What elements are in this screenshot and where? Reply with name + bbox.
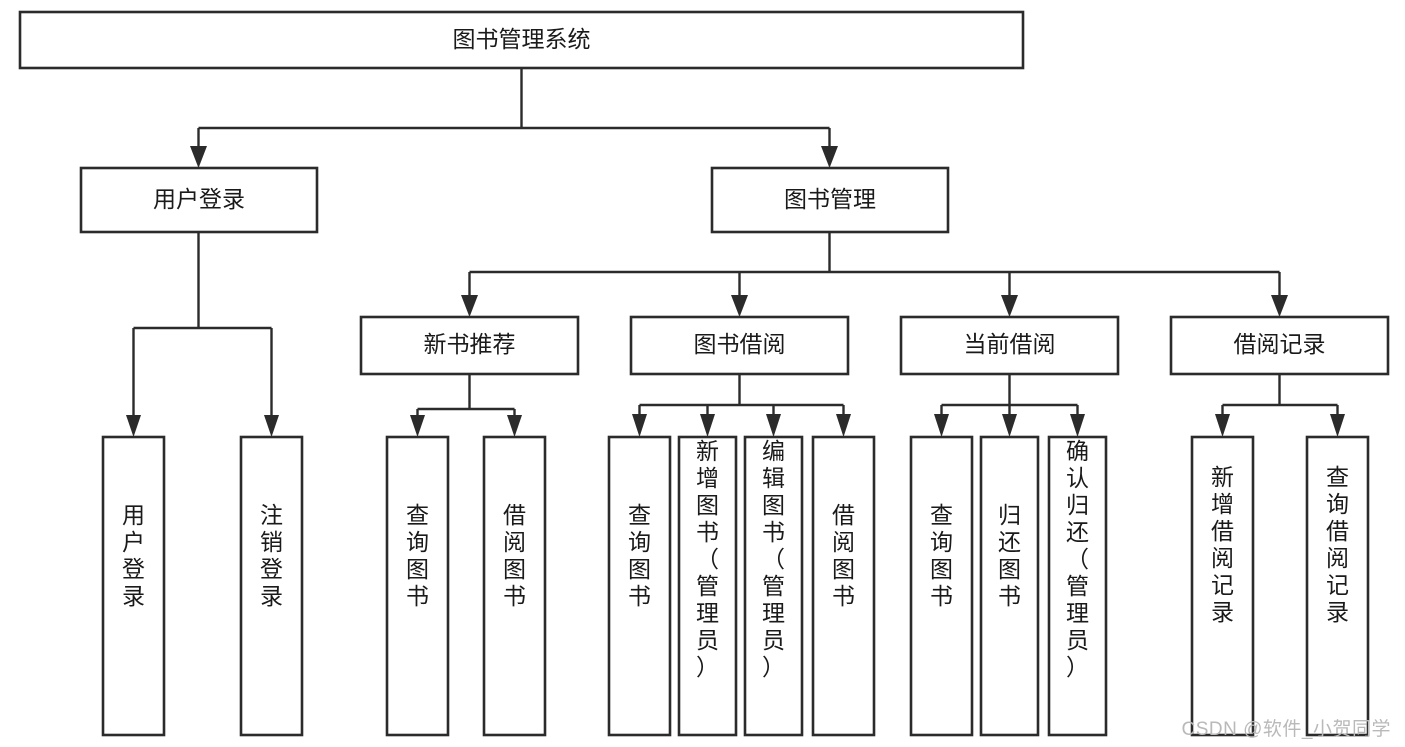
leaf-query-book-1[interactable]: 查询图书 (385, 435, 450, 737)
node-root[interactable]: 图书管理系统 (18, 10, 1025, 70)
leaf-user-login[interactable]: 用户登录 (101, 435, 166, 737)
leaf-confirm-return-box[interactable] (1047, 435, 1108, 737)
watermark-text: CSDN @软件_小贺同学 (1181, 719, 1391, 740)
node-user-login-box[interactable] (79, 166, 319, 234)
leaf-return-book[interactable]: 归还图书 (979, 435, 1040, 737)
node-new-book-recommend[interactable]: 新书推荐 (359, 315, 580, 376)
leaf-user-logout-label: 注销登录 (260, 502, 283, 609)
node-current-borrow[interactable]: 当前借阅 (899, 315, 1120, 376)
leaf-edit-book[interactable]: 编辑图书（管理员） (743, 435, 804, 737)
leaf-add-borrow-record-label: 新增借阅记录 (1211, 464, 1234, 625)
leaf-add-book-box[interactable] (677, 435, 738, 737)
node-user-login[interactable]: 用户登录 (79, 166, 319, 234)
arrow-head-leaf-q3 (934, 414, 949, 437)
node-book-management-label: 图书管理 (784, 186, 876, 212)
node-borrow-record-box[interactable] (1169, 315, 1390, 376)
arrow-head-book-borrow (731, 295, 748, 317)
node-book-borrow[interactable]: 图书借阅 (629, 315, 850, 376)
arrow-head-new-rec (461, 295, 478, 317)
leaf-query-book-2-box[interactable] (607, 435, 672, 737)
arrow-head-leaf-edit-book (766, 414, 781, 437)
arrow-head-leaf-user-login (126, 415, 141, 437)
leaf-add-book-label: 新增图书（管理员） (696, 438, 719, 680)
leaf-query-borrow-record-box[interactable] (1305, 435, 1370, 737)
leaf-query-book-2[interactable]: 查询图书 (607, 435, 672, 737)
node-new-book-recommend-label: 新书推荐 (424, 331, 516, 357)
leaf-query-book-2-label: 查询图书 (628, 502, 651, 609)
leaf-borrow-book-2-box[interactable] (811, 435, 876, 737)
arrow-head-leaf-confirm-return (1070, 414, 1085, 437)
arrow-head-borrow-log (1271, 295, 1288, 317)
leaf-query-book-3-box[interactable] (909, 435, 974, 737)
arrow-head-leaf-user-logout (264, 415, 279, 437)
arrow-head-leaf-q1 (410, 415, 425, 437)
arrow-head-leaf-query-log (1330, 414, 1345, 437)
arrow-head-leaf-b2 (836, 414, 851, 437)
node-book-borrow-label: 图书借阅 (694, 331, 786, 357)
node-user-login-label: 用户登录 (153, 186, 245, 212)
leaf-edit-book-label: 编辑图书（管理员） (762, 438, 785, 680)
leaf-return-book-label: 归还图书 (998, 502, 1021, 609)
arrow-head-user-login (190, 146, 207, 168)
leaf-borrow-book-1-label: 借阅图书 (503, 502, 526, 609)
leaf-query-book-1-label: 查询图书 (406, 502, 429, 609)
arrow-head-leaf-b1 (507, 415, 522, 437)
node-book-borrow-box[interactable] (629, 315, 850, 376)
leaf-query-book-1-box[interactable] (385, 435, 450, 737)
node-current-borrow-label: 当前借阅 (964, 331, 1056, 357)
leaf-query-book-3[interactable]: 查询图书 (909, 435, 974, 737)
leaf-user-login-box[interactable] (101, 435, 166, 737)
leaf-edit-book-box[interactable] (743, 435, 804, 737)
node-root-box[interactable] (18, 10, 1025, 70)
leaf-user-logout-box[interactable] (239, 435, 304, 737)
leaf-user-login-label: 用户登录 (122, 502, 145, 609)
arrow-head-leaf-add-log (1215, 414, 1230, 437)
leaf-user-logout[interactable]: 注销登录 (239, 435, 304, 737)
arrow-head-cur-borrow (1001, 295, 1018, 317)
leaf-add-borrow-record-box[interactable] (1190, 435, 1255, 737)
leaf-query-borrow-record[interactable]: 查询借阅记录 (1305, 435, 1370, 737)
node-book-management-box[interactable] (710, 166, 950, 234)
leaf-confirm-return[interactable]: 确认归还（管理员） (1047, 435, 1108, 737)
node-book-management[interactable]: 图书管理 (710, 166, 950, 234)
leaf-query-book-3-label: 查询图书 (930, 502, 953, 609)
leaf-confirm-return-label: 确认归还（管理员） (1066, 438, 1089, 680)
leaf-borrow-book-2[interactable]: 借阅图书 (811, 435, 876, 737)
node-borrow-record[interactable]: 借阅记录 (1169, 315, 1390, 376)
arrow-head-leaf-add-book (700, 414, 715, 437)
connector-layer (126, 68, 1345, 437)
leaf-add-borrow-record[interactable]: 新增借阅记录 (1190, 435, 1255, 737)
node-current-borrow-box[interactable] (899, 315, 1120, 376)
node-root-label: 图书管理系统 (453, 26, 591, 52)
arrow-head-leaf-return (1002, 414, 1017, 437)
arrow-head-book-mgmt (821, 146, 838, 168)
leaf-borrow-book-2-label: 借阅图书 (832, 502, 855, 609)
node-new-book-recommend-box[interactable] (359, 315, 580, 376)
leaf-return-book-box[interactable] (979, 435, 1040, 737)
node-borrow-record-label: 借阅记录 (1234, 331, 1326, 357)
leaf-query-borrow-record-label: 查询借阅记录 (1326, 464, 1349, 625)
arrow-head-leaf-q2 (632, 414, 647, 437)
leaf-borrow-book-1-box[interactable] (482, 435, 547, 737)
leaf-borrow-book-1[interactable]: 借阅图书 (482, 435, 547, 737)
leaf-add-book[interactable]: 新增图书（管理员） (677, 435, 738, 737)
